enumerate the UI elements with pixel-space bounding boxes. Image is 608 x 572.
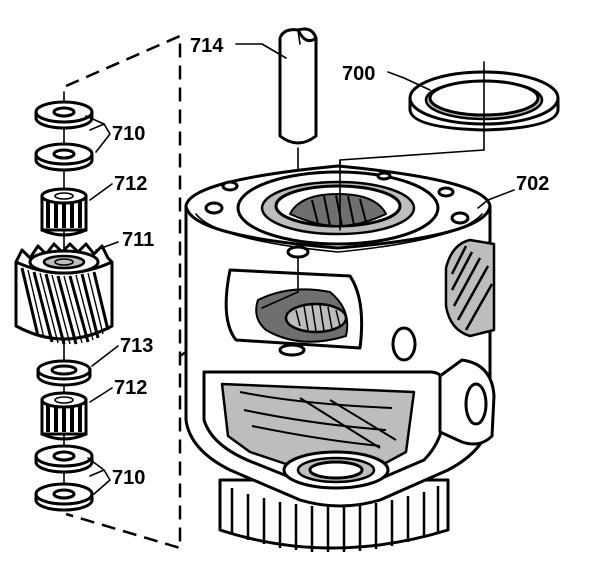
leader-711	[95, 241, 119, 251]
label-712-bottom: 712	[114, 377, 147, 399]
differential-case-702	[184, 159, 496, 552]
needle-bearing-712-top	[40, 187, 88, 237]
leader-710-top-upper	[85, 115, 105, 125]
case-ring-gear	[218, 478, 450, 552]
label-700: 700	[342, 63, 375, 85]
label-702: 702	[516, 173, 549, 195]
needle-bearing-712-bottom	[40, 391, 88, 441]
pinion-gear-711	[14, 242, 114, 345]
leader-710-bottom-upper	[87, 457, 105, 471]
label-714: 714	[190, 35, 224, 57]
label-711: 711	[122, 229, 154, 251]
leader-714	[235, 43, 287, 59]
leader-713	[91, 345, 119, 367]
left-part-stack	[14, 91, 114, 512]
leader-712-bottom	[89, 387, 113, 403]
label-710-bottom: 710	[112, 467, 145, 489]
bearing-race-700	[339, 61, 560, 231]
leader-710-bottom-bracket	[89, 469, 111, 495]
thrust-washer-710-top-a	[34, 100, 94, 130]
leader-700	[387, 71, 431, 91]
thrust-washer-713	[36, 359, 92, 387]
leader-lines	[85, 43, 515, 495]
case-side-gear	[444, 238, 496, 338]
callout-labels: 714 700 710 712 711 713 712 710 702	[112, 35, 549, 489]
thrust-washer-710-bottom-b	[34, 482, 94, 512]
leader-712-top	[89, 183, 113, 201]
leader-710-top-bracket	[89, 123, 111, 153]
thrust-washer-710-bottom-a	[34, 444, 94, 474]
label-713: 713	[120, 335, 153, 357]
label-712-top: 712	[114, 173, 147, 195]
leader-702	[477, 189, 515, 209]
thrust-washer-710-top-b	[34, 142, 94, 172]
label-710-top: 710	[112, 123, 145, 145]
pinion-shaft-714	[278, 27, 318, 257]
